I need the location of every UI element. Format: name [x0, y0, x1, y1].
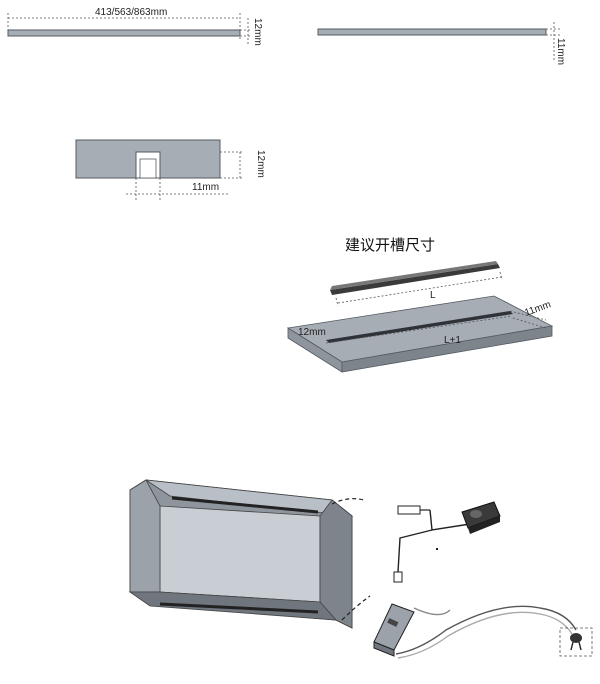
cabinet-interior: [159, 505, 321, 603]
slot-depth-label: 12mm: [298, 327, 326, 338]
profile-bar: [317, 28, 547, 36]
groove-diagram: 建议开槽尺寸 L L+1 12mm 11mm: [286, 236, 554, 373]
groove-slot: [326, 311, 513, 343]
connector-cable: [393, 501, 501, 583]
length-label: 413/563/863mm: [95, 7, 167, 18]
wood-panel: [286, 295, 554, 373]
power-adapter: [373, 603, 593, 659]
width-label: 11mm: [192, 182, 219, 193]
profile-bar: [7, 29, 241, 37]
strip-length-label: L: [430, 290, 436, 301]
height-label: 12mm: [252, 18, 263, 46]
height-label: 11mm: [555, 38, 566, 65]
top-led-strip: [171, 496, 319, 514]
cross-section: 12mm 11mm: [75, 139, 266, 200]
top-left-bar: 413/563/863mm 12mm: [7, 7, 263, 46]
led-strip: [330, 261, 500, 295]
groove-title: 建议开槽尺寸: [345, 236, 435, 254]
cabinet-illustration: [128, 479, 371, 629]
bottom-led-strip: [159, 602, 319, 614]
plug-box: [559, 627, 593, 657]
height-label: 12mm: [255, 150, 266, 178]
sensor-switch: [461, 501, 501, 534]
slot-width-label: 11mm: [523, 299, 552, 319]
plug: [570, 633, 582, 651]
slot-length-label: L+1: [444, 335, 461, 346]
top-right-bar: 11mm: [317, 22, 566, 65]
